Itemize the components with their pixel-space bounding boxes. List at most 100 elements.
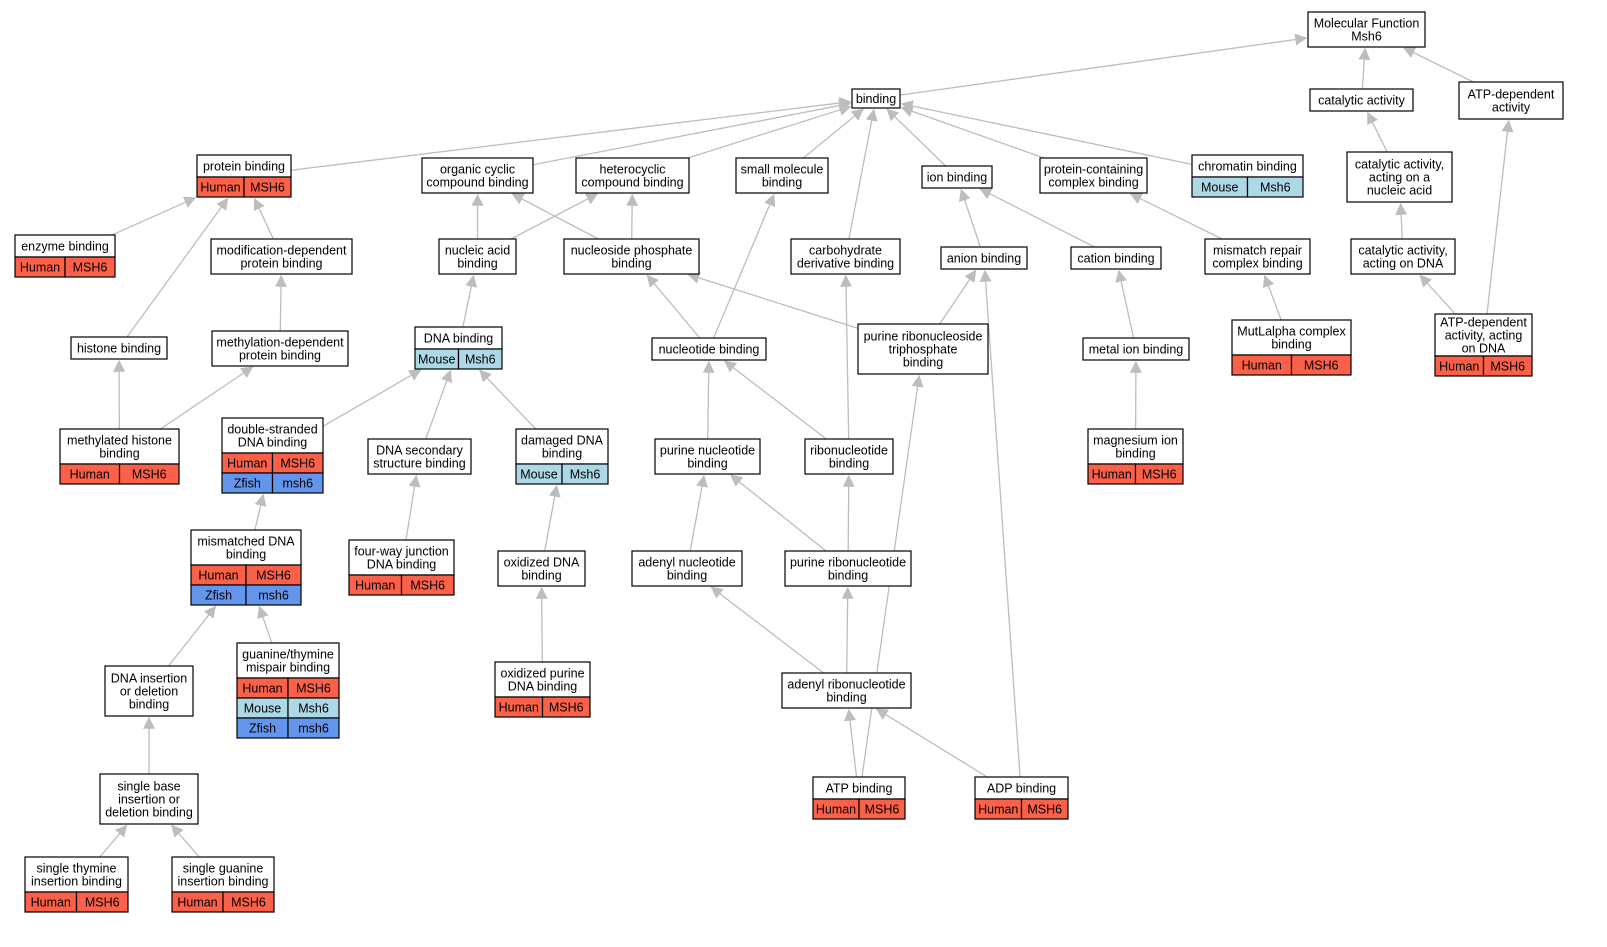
species-label: Mouse [520, 468, 558, 482]
is-a-edge-purribotri-to-nucphos [687, 272, 859, 329]
species-label: Mouse [244, 702, 282, 716]
go-term-node-catdna[interactable]: catalytic activity,acting on DNA [1350, 238, 1456, 275]
is-a-edge-carbo-to-binding [848, 108, 878, 240]
term-label: acting on a [1369, 171, 1430, 185]
go-term-node-histone[interactable]: histone binding [70, 336, 168, 360]
term-label: adenyl nucleotide [638, 556, 735, 570]
term-label: damaged DNA [521, 434, 604, 448]
gene-symbol-label: MSH6 [1490, 360, 1525, 374]
term-label: protein binding [240, 257, 322, 271]
is-a-edge-fourway-to-dnasec [405, 474, 421, 541]
species-label: Human [355, 579, 395, 593]
term-box [104, 665, 194, 717]
term-label: binding [542, 447, 582, 461]
species-label: Zfish [234, 477, 261, 491]
is-a-edge-nucleotide-to-smallmol [713, 193, 776, 339]
term-label: mismatched DNA [197, 535, 295, 549]
gene-symbol-label: MSH6 [1304, 359, 1339, 373]
go-term-node-binding[interactable]: binding [851, 88, 901, 109]
term-label: DNA binding [238, 436, 308, 450]
is-a-edge-mismatched-to-dsdna [254, 493, 267, 531]
term-label: carbohydrate [809, 244, 882, 258]
is-a-edge-protcomplex-to-binding [900, 105, 1045, 159]
term-label: binding [828, 569, 868, 583]
term-label: compound binding [581, 176, 683, 190]
term-box [781, 672, 912, 709]
gene-cell [64, 256, 116, 278]
species-label: Mouse [1201, 181, 1239, 195]
term-label: binding [667, 569, 707, 583]
is-a-edge-nucphos-to-orgcyc [511, 193, 599, 240]
term-label: ATP-dependent [1468, 88, 1555, 102]
gene-cell [1482, 355, 1533, 377]
go-term-node-ionbind[interactable]: ion binding [921, 165, 993, 189]
gene-symbol-label: MSH6 [865, 803, 900, 817]
term-label: nucleoside phosphate [571, 244, 693, 258]
term-label: DNA binding [508, 680, 578, 694]
term-label: nucleic acid [445, 244, 510, 258]
gene-cell [1020, 798, 1069, 820]
gene-symbol-label: Msh6 [298, 702, 329, 716]
term-label: compound binding [426, 176, 528, 190]
go-term-node-catalytic[interactable]: catalytic activity [1309, 88, 1414, 112]
gene-symbol-label: MSH6 [549, 701, 584, 715]
go-term-node-metalion[interactable]: metal ion binding [1082, 337, 1190, 361]
species-label: Human [70, 468, 110, 482]
gene-cell [561, 463, 609, 485]
go-term-node-nucleotide[interactable]: nucleotide binding [651, 337, 767, 361]
term-label: binding [521, 569, 561, 583]
go-term-node-anion[interactable]: anion binding [940, 246, 1028, 270]
term-box [497, 550, 586, 587]
term-box [1082, 337, 1190, 361]
gene-cell [858, 798, 906, 820]
go-term-node-cation[interactable]: cation binding [1070, 246, 1162, 270]
species-label: Zfish [249, 722, 276, 736]
term-label: four-way junction [354, 545, 449, 559]
term-box [631, 550, 743, 587]
term-box [735, 157, 829, 194]
term-label: complex binding [1048, 176, 1138, 190]
